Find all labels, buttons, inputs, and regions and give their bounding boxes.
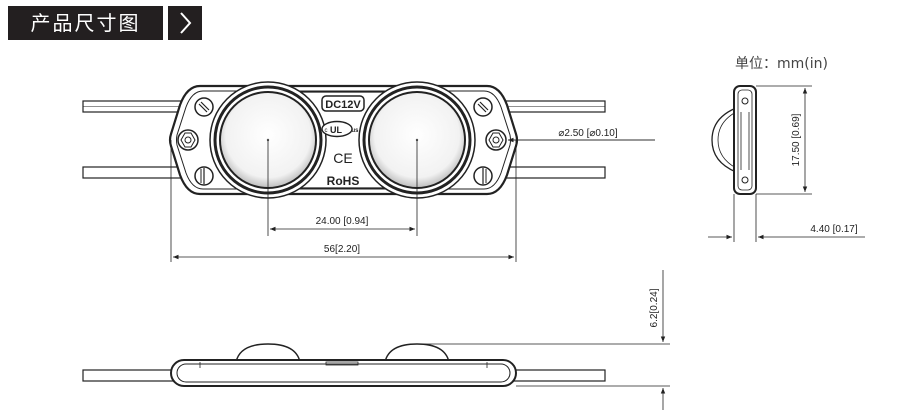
- screw-bottom-left-icon: [194, 166, 214, 186]
- edge-lens-left: [235, 343, 301, 363]
- module-body-inner: [176, 90, 511, 190]
- dim-thickness: 4.40 [0.17]: [810, 224, 857, 235]
- voltage-badge: [321, 95, 365, 112]
- ul-mark: UL: [330, 125, 342, 135]
- dimension-lines-front: [170, 137, 655, 262]
- dimension-lines-side: [708, 85, 865, 242]
- dim-width: 17.50 [0.69]: [791, 113, 802, 166]
- mounting-hole-right-icon: [485, 129, 507, 151]
- rohs-label: RoHS: [327, 174, 360, 188]
- screw-top-left-icon: [194, 97, 214, 117]
- chevron-right-icon: [168, 6, 202, 40]
- edge-body: [170, 359, 517, 387]
- dim-hole-diameter: ⌀2.50 [⌀0.10]: [558, 128, 618, 139]
- ul-badge-icon: [321, 120, 353, 138]
- dimension-lines-edge: [420, 270, 670, 410]
- ce-mark: CE: [333, 150, 352, 166]
- side-view: [711, 85, 757, 195]
- section-title: 产品尺寸图: [8, 6, 163, 40]
- screw-top-right-icon: [473, 97, 493, 117]
- side-body: [733, 85, 757, 195]
- ul-prefix: c: [325, 128, 328, 134]
- edge-lens-right: [384, 343, 450, 363]
- dim-lens-pitch: 24.00 [0.94]: [316, 216, 369, 227]
- unit-label: 单位：mm(in): [735, 56, 828, 72]
- voltage-label: DC12V: [325, 99, 361, 111]
- dim-height: 6.2[0.24]: [649, 288, 660, 327]
- dim-total-length: 56[2.20]: [324, 244, 360, 255]
- screw-bottom-right-icon: [473, 166, 493, 186]
- edge-view: [82, 343, 606, 387]
- ul-suffix: us: [351, 128, 359, 134]
- mounting-hole-left-icon: [177, 129, 199, 151]
- side-lens-dome: [711, 107, 737, 173]
